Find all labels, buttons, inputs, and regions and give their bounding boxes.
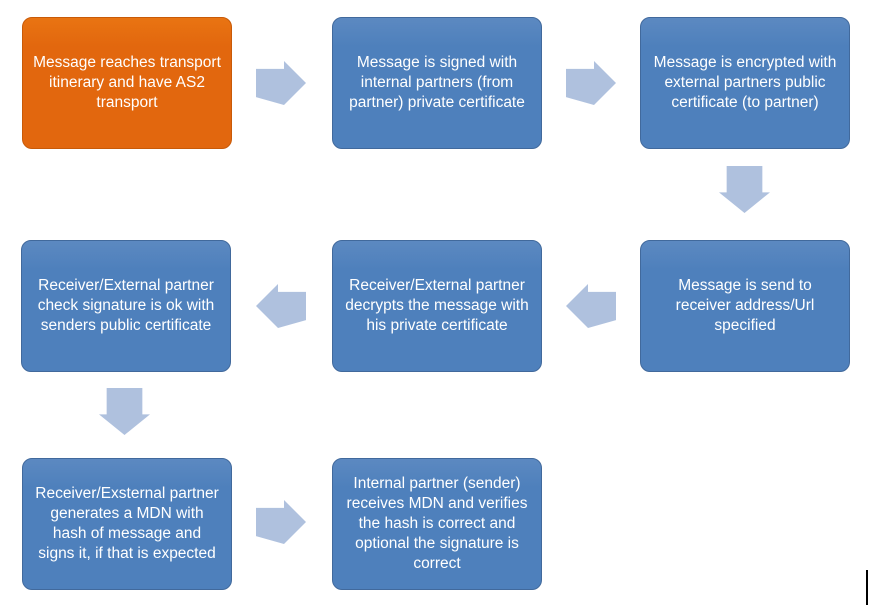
flow-step-4-label: Message is send to receiver address/Url … [675,277,815,334]
flow-step-3-label: Message is encrypted with external partn… [653,54,837,111]
flow-step-2: Message is signed with internal partners… [332,17,542,149]
arrow-right-step2-to-step3-icon [566,61,616,105]
arrow-right-step1-to-step2-icon [256,61,306,105]
flow-step-8-label: Internal partner (sender) receives MDN a… [346,475,528,572]
flow-step-5: Receiver/External partner decrypts the m… [332,240,542,372]
flow-step-4: Message is send to receiver address/Url … [640,240,850,372]
flow-step-1-label: Message reaches transport itinerary and … [33,54,221,111]
flow-step-7-label: Receiver/Exsternal partner generates a M… [35,485,219,562]
flow-step-6-label: Receiver/External partner check signatur… [37,277,215,334]
flow-step-1: Message reaches transport itinerary and … [22,17,232,149]
flow-step-2-label: Message is signed with internal partners… [349,54,525,111]
arrow-right-step7-to-step8-icon [256,500,306,544]
flow-step-5-label: Receiver/External partner decrypts the m… [345,277,529,334]
flow-step-7: Receiver/Exsternal partner generates a M… [22,458,232,590]
arrow-down-step3-to-step4-icon [719,166,770,213]
arrow-left-step4-to-step5-icon [566,284,616,328]
flow-step-3: Message is encrypted with external partn… [640,17,850,149]
stray-vertical-line [866,570,868,605]
arrow-left-step5-to-step6-icon [256,284,306,328]
flow-step-6: Receiver/External partner check signatur… [21,240,231,372]
flow-step-8: Internal partner (sender) receives MDN a… [332,458,542,590]
arrow-down-step6-to-step7-icon [99,388,150,435]
